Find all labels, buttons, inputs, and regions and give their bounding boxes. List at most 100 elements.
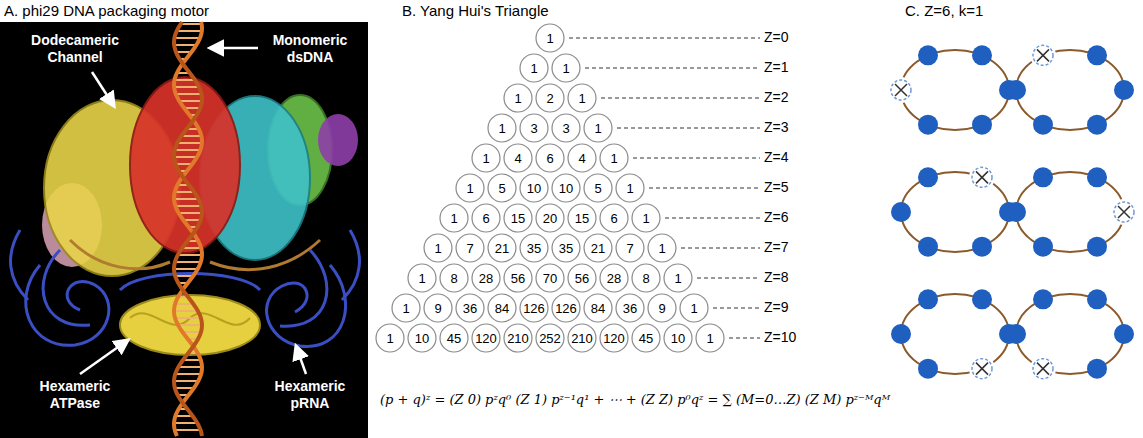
circle-shape — [456, 174, 484, 202]
circle-number: 56 — [503, 263, 533, 293]
empty-site — [1114, 202, 1134, 222]
circle-shape — [584, 114, 612, 142]
number-circle: 1 — [503, 83, 533, 113]
circle-shape — [600, 324, 628, 352]
number-circle: 1 — [391, 293, 421, 323]
circle-number: 84 — [583, 293, 613, 323]
number-circle: 1 — [487, 113, 517, 143]
circle-number: 21 — [487, 233, 517, 263]
circle-number: 10 — [663, 323, 693, 353]
circle-number: 2 — [535, 83, 565, 113]
number-circle: 1 — [663, 263, 693, 293]
number-circle: 120 — [471, 323, 501, 353]
subunit-dot — [1114, 324, 1134, 344]
circle-number: 1 — [375, 323, 405, 353]
number-circle: 1 — [375, 323, 405, 353]
subunit-dot — [918, 115, 938, 135]
circle-number: 210 — [567, 323, 597, 353]
ring — [1006, 42, 1134, 134]
circle-shape — [536, 144, 564, 172]
circle-shape — [472, 204, 500, 232]
circle-shape — [456, 234, 484, 262]
circle-shape — [584, 234, 612, 262]
dashed-leader — [649, 188, 760, 189]
circle-number: 9 — [647, 293, 677, 323]
subunit-dot — [972, 45, 992, 65]
row-label: Z=3 — [764, 119, 789, 135]
circle-number: 35 — [551, 233, 581, 263]
row-label: Z=2 — [764, 89, 789, 105]
number-circle: 252 — [535, 323, 565, 353]
prna-strand — [43, 250, 90, 325]
leader-arrow — [210, 47, 258, 50]
leader-arrow — [296, 346, 306, 374]
number-circle: 1 — [407, 263, 437, 293]
circle-shape — [536, 204, 564, 232]
circle-shape — [440, 264, 468, 292]
subunit-dot — [1087, 167, 1107, 187]
subunit-dot — [972, 115, 992, 135]
circle-shape — [424, 294, 452, 322]
base-pair — [178, 324, 202, 326]
number-circle: 6 — [599, 203, 629, 233]
circle-shape — [408, 324, 436, 352]
circle-shape — [632, 324, 660, 352]
dna-strand — [174, 22, 202, 436]
circle-shape — [488, 114, 516, 142]
circle-number: 1 — [519, 53, 549, 83]
empty-site — [891, 80, 911, 100]
row-label: Z=10 — [764, 329, 796, 345]
circle-number: 1 — [583, 113, 613, 143]
atpase-texture — [130, 313, 250, 325]
cross-mark — [1037, 49, 1049, 61]
cross-mark — [1037, 363, 1049, 375]
dashed-leader — [633, 158, 760, 159]
circle-number: 45 — [631, 323, 661, 353]
circle-number: 1 — [631, 203, 661, 233]
subunit-dot — [972, 289, 992, 309]
circle-shape — [568, 324, 596, 352]
number-circle: 7 — [615, 233, 645, 263]
row-label: Z=4 — [764, 149, 789, 165]
circle-number: 84 — [487, 293, 517, 323]
number-circle: 210 — [503, 323, 533, 353]
dna-strand — [174, 22, 202, 436]
number-circle: 4 — [503, 143, 533, 173]
number-circle: 84 — [487, 293, 517, 323]
number-circle: 1 — [455, 173, 485, 203]
circle-shape — [616, 234, 644, 262]
number-circle: 15 — [567, 203, 597, 233]
empty-site — [1033, 359, 1053, 379]
panel-title: A. phi29 DNA packaging motor — [4, 2, 209, 19]
panel-title: B. Yang Hui's Triangle — [402, 2, 549, 19]
row-label: Z=9 — [764, 299, 789, 315]
cross-mark — [976, 363, 988, 375]
circle-number: 1 — [695, 323, 725, 353]
circle-number: 4 — [567, 143, 597, 173]
circle-number: 10 — [407, 323, 437, 353]
subunit-dot — [918, 359, 938, 379]
circle-number: 9 — [423, 293, 453, 323]
base-pair — [179, 100, 202, 102]
row-label: Z=8 — [764, 269, 789, 285]
number-circle: 8 — [631, 263, 661, 293]
base-pair — [175, 261, 201, 263]
circle-number: 4 — [503, 143, 533, 173]
circle-shape — [552, 174, 580, 202]
circle-shape — [520, 294, 548, 322]
circle-number: 1 — [599, 143, 629, 173]
base-pair — [178, 366, 202, 368]
circle-shape — [600, 204, 628, 232]
circle-number: 35 — [519, 233, 549, 263]
ring-gap — [888, 77, 914, 103]
number-circle: 5 — [583, 173, 613, 203]
row-label: Z=6 — [764, 209, 789, 225]
base-pair — [176, 93, 202, 95]
part-label: Hexameric ATPase — [25, 378, 125, 412]
number-circle: 6 — [535, 143, 565, 173]
subunit-dot — [1033, 237, 1053, 257]
circle-shape — [632, 264, 660, 292]
circle-shape — [648, 294, 676, 322]
subunit-dot — [1087, 115, 1107, 135]
number-circle: 1 — [695, 323, 725, 353]
